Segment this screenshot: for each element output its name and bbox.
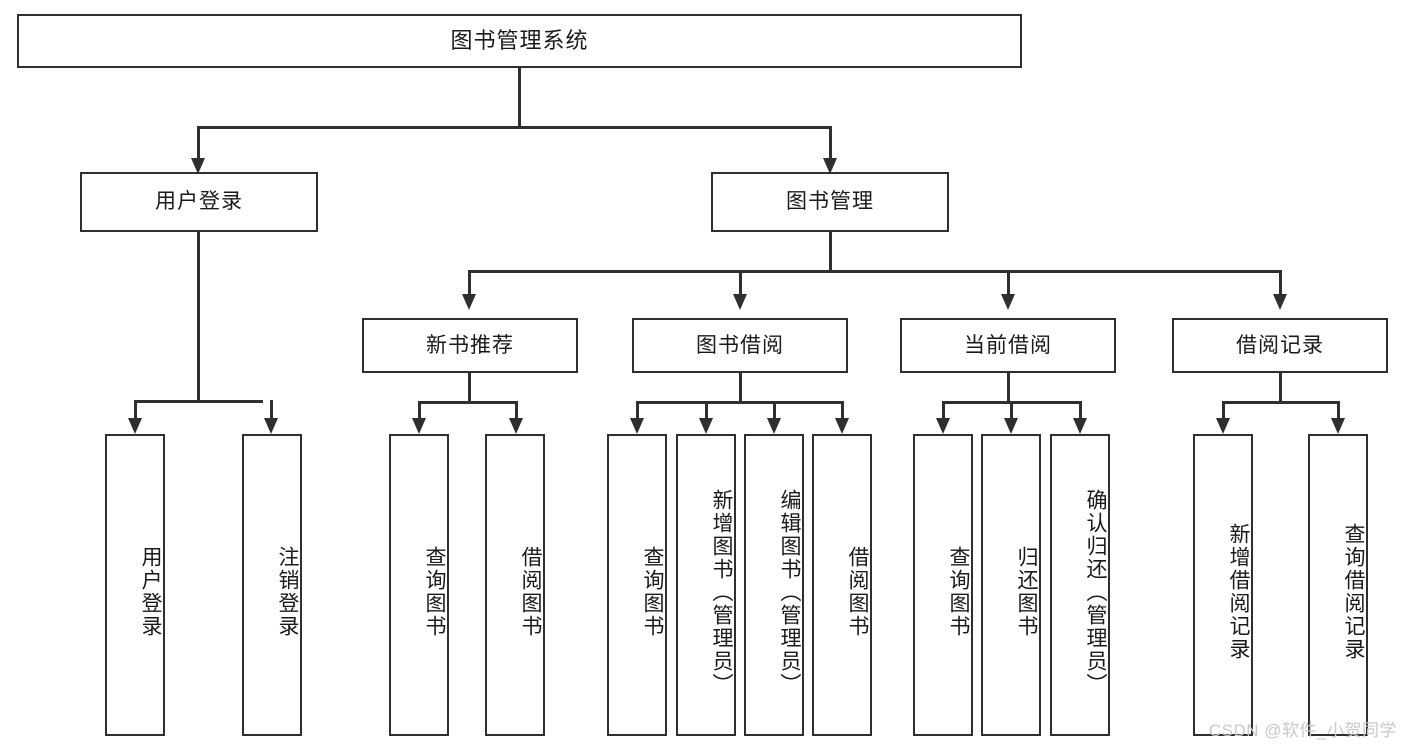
node-label: 编辑图书（管理员） — [778, 488, 801, 696]
edge-book-borrow-stem — [739, 373, 742, 403]
edge-new-books-bus — [418, 401, 517, 404]
leaf-user-login[interactable]: 用户登录 — [105, 434, 165, 736]
edge-to-book-borrow — [739, 270, 742, 300]
edge-new-books-stem — [468, 373, 471, 403]
arrow-icon-to-leaf-br-query — [1331, 418, 1345, 434]
watermark: CSDN @软件_小贺同学 — [1208, 721, 1397, 740]
arrow-icon-to-leaf-user-login — [128, 418, 142, 434]
edge-to-leaf-bb-borrow — [841, 401, 844, 423]
leaf-add-book-admin[interactable]: 新增图书（管理员） — [676, 434, 736, 736]
leaf-borrow-books-new[interactable]: 借阅图书 — [485, 434, 545, 736]
edge-to-leaf-cb-return — [1010, 401, 1013, 423]
node-user-login[interactable]: 用户登录 — [80, 172, 318, 232]
leaf-borrow-books[interactable]: 借阅图书 — [812, 434, 872, 736]
node-label: 确认归还（管理员） — [1084, 488, 1107, 696]
arrow-icon-to-book-mgmt — [823, 158, 837, 174]
arrow-icon-to-leaf-bb-query — [630, 418, 644, 434]
leaf-query-borrow-record[interactable]: 查询借阅记录 — [1308, 434, 1368, 736]
node-label: 当前借阅 — [964, 333, 1052, 357]
node-label: 借阅图书 — [846, 546, 869, 638]
edge-to-leaf-user-login — [134, 400, 137, 424]
edge-root-to-book-mgmt — [829, 126, 832, 162]
edge-to-leaf-nb-query — [418, 401, 421, 423]
edge-to-new-books — [468, 270, 471, 300]
edge-to-leaf-nb-borrow — [515, 401, 518, 423]
node-root-system[interactable]: 图书管理系统 — [17, 14, 1022, 68]
node-new-book-recommend[interactable]: 新书推荐 — [362, 318, 578, 373]
edge-to-leaf-cb-confirm — [1079, 401, 1082, 423]
edge-to-borrow-records — [1279, 270, 1282, 300]
edge-borrow-records-bus — [1222, 401, 1339, 404]
node-label: 用户登录 — [155, 190, 243, 214]
arrow-icon-to-borrow-records — [1273, 294, 1287, 310]
leaf-query-books-current[interactable]: 查询图书 — [913, 434, 973, 736]
node-label: 图书管理系统 — [450, 27, 589, 53]
arrow-icon-to-leaf-cb-confirm — [1073, 418, 1087, 434]
node-label: 注销登录 — [276, 546, 299, 638]
node-label: 新增借阅记录 — [1227, 523, 1250, 661]
edge-to-leaf-bb-edit — [773, 401, 776, 423]
arrow-icon-to-leaf-nb-borrow — [509, 418, 523, 434]
leaf-query-books-new[interactable]: 查询图书 — [389, 434, 449, 736]
node-label: 查询图书 — [641, 546, 664, 638]
edge-book-mgmt-stem — [829, 232, 832, 270]
edge-book-mgmt-bus — [468, 270, 1281, 273]
node-label: 用户登录 — [139, 546, 162, 638]
edge-to-leaf-logout — [270, 400, 273, 424]
leaf-confirm-return-admin[interactable]: 确认归还（管理员） — [1050, 434, 1110, 736]
arrow-icon-to-leaf-bb-add — [699, 418, 713, 434]
arrow-icon-to-leaf-nb-query — [412, 418, 426, 434]
arrow-icon-to-book-borrow — [733, 294, 747, 310]
edge-to-leaf-br-add — [1222, 401, 1225, 423]
leaf-logout[interactable]: 注销登录 — [242, 434, 302, 736]
node-borrow-records[interactable]: 借阅记录 — [1172, 318, 1388, 373]
node-label: 新增图书（管理员） — [710, 488, 733, 696]
edge-book-borrow-bus — [636, 401, 843, 404]
edge-to-leaf-bb-query — [636, 401, 639, 423]
edge-to-current-borrow — [1007, 270, 1010, 300]
node-label: 查询图书 — [947, 546, 970, 638]
arrow-icon-to-leaf-bb-borrow — [835, 418, 849, 434]
node-label: 查询借阅记录 — [1342, 523, 1365, 661]
node-current-borrow[interactable]: 当前借阅 — [900, 318, 1116, 373]
arrow-icon-to-user-login — [191, 158, 205, 174]
arrow-icon-to-leaf-logout — [264, 418, 278, 434]
edge-root-stem — [518, 68, 521, 126]
node-label: 新书推荐 — [426, 333, 514, 357]
node-book-management[interactable]: 图书管理 — [711, 172, 949, 232]
leaf-add-borrow-record[interactable]: 新增借阅记录 — [1193, 434, 1253, 736]
arrow-icon-to-leaf-cb-query — [936, 418, 950, 434]
arrow-icon-to-leaf-cb-return — [1004, 418, 1018, 434]
leaf-edit-book-admin[interactable]: 编辑图书（管理员） — [744, 434, 804, 736]
edge-user-login-bus — [134, 400, 263, 403]
node-label: 借阅图书 — [519, 546, 542, 638]
edge-borrow-records-stem — [1279, 373, 1282, 403]
arrow-icon-to-leaf-br-add — [1216, 418, 1230, 434]
edge-to-leaf-cb-query — [942, 401, 945, 423]
node-label: 归还图书 — [1015, 546, 1038, 638]
edge-to-leaf-br-query — [1337, 401, 1340, 423]
leaf-return-books[interactable]: 归还图书 — [981, 434, 1041, 736]
arrow-icon-to-leaf-bb-edit — [767, 418, 781, 434]
node-label: 图书管理 — [786, 190, 874, 214]
arrow-icon-to-current-borrow — [1001, 294, 1015, 310]
leaf-query-books-borrow[interactable]: 查询图书 — [607, 434, 667, 736]
arrow-icon-to-new-books — [462, 294, 476, 310]
edge-root-bus — [197, 126, 831, 129]
node-book-borrow[interactable]: 图书借阅 — [632, 318, 848, 373]
node-label: 图书借阅 — [696, 333, 784, 357]
edge-root-to-user-login — [197, 126, 200, 162]
edge-current-borrow-stem — [1007, 373, 1010, 403]
edge-to-leaf-bb-add — [705, 401, 708, 423]
edge-user-login-stem — [197, 232, 200, 402]
node-label: 查询图书 — [423, 546, 446, 638]
node-label: 借阅记录 — [1236, 333, 1324, 357]
